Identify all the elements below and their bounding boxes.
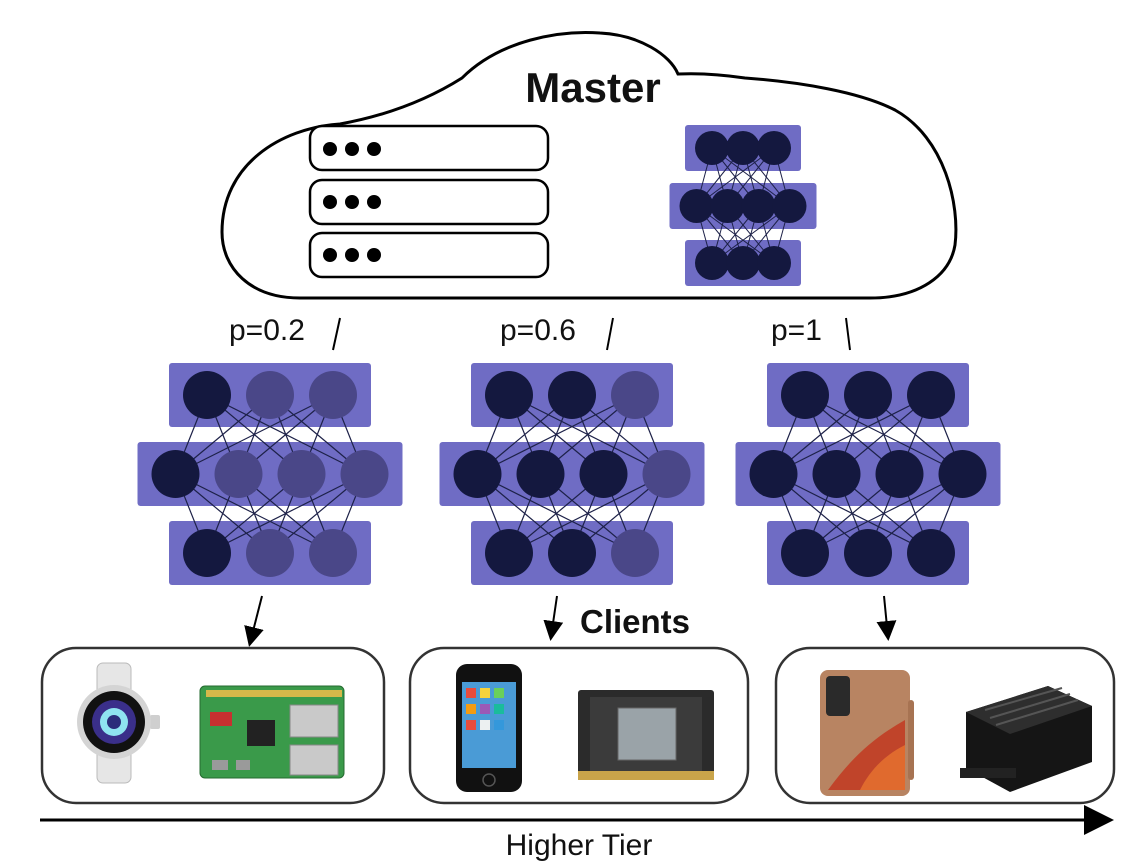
active-neuron (548, 529, 596, 577)
active-neuron (516, 450, 565, 498)
active-neuron (772, 189, 807, 223)
inactive-neuron (214, 450, 263, 498)
connection (804, 473, 963, 554)
inactive-neuron (309, 529, 357, 577)
active-neuron (938, 450, 987, 498)
layer-band (735, 442, 1001, 506)
clients-label: Clients (580, 603, 690, 640)
inactive-neuron (611, 529, 659, 577)
master-cloud: Master (220, 31, 958, 300)
active-neuron (710, 189, 745, 223)
active-neuron (183, 371, 231, 419)
active-neuron (812, 450, 861, 498)
axis-label: Higher Tier (506, 829, 653, 862)
inactive-neuron (309, 371, 357, 419)
inactive-neuron (340, 450, 389, 498)
active-neuron (726, 131, 760, 165)
master-network (669, 125, 817, 286)
inactive-neuron (642, 450, 691, 498)
active-neuron (844, 529, 892, 577)
server-row (308, 231, 550, 279)
probability-label: p=0.6 (500, 314, 576, 347)
connection (508, 473, 667, 554)
active-neuron (548, 371, 596, 419)
edge-computer-box-icon (960, 686, 1092, 792)
active-neuron (151, 450, 200, 498)
probability-label: p=1 (771, 314, 822, 347)
active-neuron (726, 246, 760, 280)
probability-label: p=0.2 (229, 314, 305, 347)
connection (773, 394, 932, 475)
active-neuron (485, 371, 533, 419)
device-group-1 (40, 646, 386, 805)
active-neuron (907, 529, 955, 577)
device-group-3 (774, 646, 1116, 805)
connection (175, 394, 334, 475)
layer-band (439, 442, 705, 506)
device-group-2 (408, 646, 750, 805)
deploy-arrow (876, 595, 897, 641)
deploy-arrow (543, 595, 564, 641)
active-neuron (695, 131, 729, 165)
submodel-1: p=0.2 (137, 314, 403, 585)
active-neuron (453, 450, 502, 498)
inactive-neuron (246, 371, 294, 419)
iphone-icon (456, 664, 522, 792)
active-neuron (579, 450, 628, 498)
inactive-neuron (277, 450, 326, 498)
split-stroke (606, 317, 614, 351)
submodel-2: p=0.6 (439, 314, 705, 585)
deploy-arrow (244, 595, 264, 647)
inactive-neuron (611, 371, 659, 419)
server-row (308, 124, 550, 172)
active-neuron (749, 450, 798, 498)
active-neuron (844, 371, 892, 419)
active-neuron (757, 131, 791, 165)
active-neuron (695, 246, 729, 280)
split-stroke (332, 317, 341, 351)
jetson-module-icon (578, 690, 714, 780)
inactive-neuron (246, 529, 294, 577)
active-neuron (741, 189, 776, 223)
master-title: Master (525, 64, 660, 111)
active-neuron (907, 371, 955, 419)
split-stroke (845, 317, 851, 351)
server-rack-icon (308, 124, 550, 279)
galaxy-phone-icon (820, 670, 914, 796)
submodel-3: p=1 (735, 314, 1001, 585)
active-neuron (183, 529, 231, 577)
layer-band (137, 442, 403, 506)
active-neuron (757, 246, 791, 280)
connection (206, 473, 365, 554)
active-neuron (781, 371, 829, 419)
submodel-network (439, 363, 705, 585)
server-row (308, 178, 550, 226)
active-neuron (485, 529, 533, 577)
active-neuron (679, 189, 714, 223)
active-neuron (875, 450, 924, 498)
cloud-shape (220, 31, 958, 300)
submodel-network (735, 363, 1001, 585)
connection (477, 394, 636, 475)
submodel-network (137, 363, 403, 585)
active-neuron (781, 529, 829, 577)
raspberry-pi-board-icon (199, 685, 345, 779)
smartwatch-icon (77, 662, 160, 784)
